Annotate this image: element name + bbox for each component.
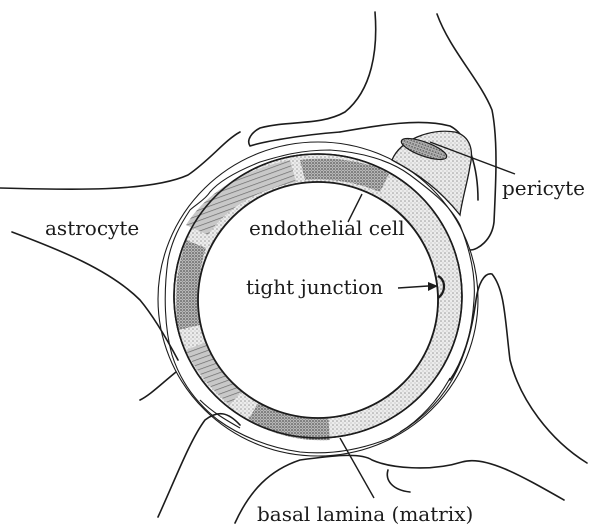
pericyte-label: pericyte — [502, 178, 585, 198]
astrocyte-outline — [387, 470, 410, 492]
astrocyte-outline — [12, 232, 178, 360]
astrocyte-outline — [450, 274, 587, 463]
basal-lamina-label: basal lamina (matrix) — [257, 504, 473, 524]
astrocyte-outline — [0, 132, 240, 189]
astrocyte-label: astrocyte — [45, 218, 139, 238]
astrocyte-outline — [249, 12, 376, 146]
endothelial-cell-label: endothelial cell — [249, 218, 405, 238]
tight-junction-label: tight junction — [246, 277, 383, 297]
basal-lamina-leader — [340, 438, 374, 498]
astrocyte-outline — [140, 372, 176, 400]
